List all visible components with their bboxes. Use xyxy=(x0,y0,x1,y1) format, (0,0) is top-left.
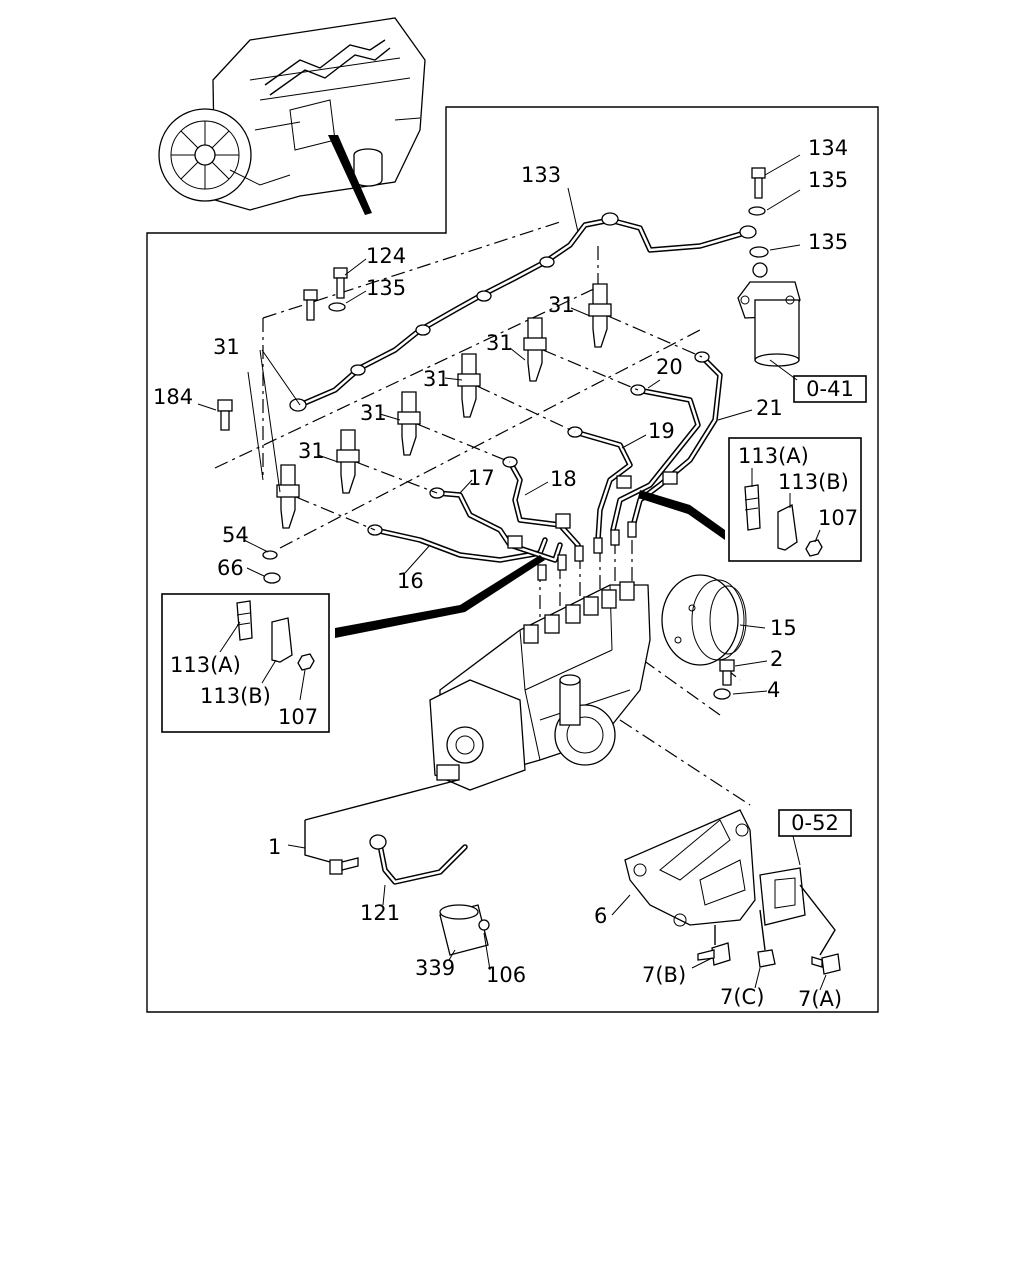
callout-134: 134 xyxy=(808,136,848,160)
washer-135-upper xyxy=(748,206,766,216)
callout-135-b: 135 xyxy=(808,230,848,254)
detail-left-113a: 113(A) xyxy=(170,653,241,677)
injector-nozzles xyxy=(276,283,612,529)
pipe-121 xyxy=(369,834,468,885)
sensor-339 xyxy=(439,904,489,956)
callout-7b: 7(B) xyxy=(642,963,686,987)
injector-1 xyxy=(276,464,300,529)
detail-right-113a: 113(A) xyxy=(738,444,809,468)
callout-7c: 7(C) xyxy=(720,985,764,1009)
callout-31-a: 31 xyxy=(213,335,240,359)
callout-121: 121 xyxy=(360,901,400,925)
callout-184: 184 xyxy=(153,385,193,409)
callout-31-e: 31 xyxy=(360,401,387,425)
bolt-184 xyxy=(217,399,233,431)
bracket-leader-1 xyxy=(304,779,459,863)
bolt-124 xyxy=(333,267,348,299)
callout-31-f: 31 xyxy=(298,439,325,463)
bolt-7c xyxy=(757,949,776,968)
ref-box-0-41 xyxy=(793,375,867,403)
bolt-1 xyxy=(329,857,359,875)
callout-1: 1 xyxy=(268,835,281,859)
callout-4: 4 xyxy=(767,678,780,702)
callout-31-b: 31 xyxy=(548,293,575,317)
bolt-7b xyxy=(697,942,731,966)
callout-15: 15 xyxy=(770,616,797,640)
callout-31-c: 31 xyxy=(486,331,513,355)
injector-2 xyxy=(336,429,360,494)
ref-0-52: 0-52 xyxy=(791,811,839,835)
return-pipe-133 xyxy=(289,212,757,412)
ref-box-0-52 xyxy=(778,809,852,837)
detail-box-right: 113(A) 113(B) 107 xyxy=(728,437,862,562)
callout-7a: 7(A) xyxy=(798,987,842,1011)
callout-106: 106 xyxy=(486,963,526,987)
detail-left-107: 107 xyxy=(278,705,318,729)
pump-bracket-6 xyxy=(624,809,806,927)
bolt-7a xyxy=(811,953,841,975)
pump-governor xyxy=(429,679,526,791)
callout-leaders xyxy=(197,154,827,991)
washer-4 xyxy=(713,688,731,700)
injector-3 xyxy=(397,391,421,456)
washer-66 xyxy=(263,572,281,584)
callout-2: 2 xyxy=(770,647,783,671)
callout-18: 18 xyxy=(550,467,577,491)
detail-box-left: 113(A) 113(B) 107 xyxy=(161,593,330,733)
pipe-projection-lines xyxy=(214,221,701,549)
callout-135-c: 135 xyxy=(366,276,406,300)
callout-31-d: 31 xyxy=(423,367,450,391)
diagram-frame xyxy=(146,106,879,1013)
detail-right-113b: 113(B) xyxy=(778,470,849,494)
bolt-134 xyxy=(751,167,766,199)
callout-20: 20 xyxy=(656,355,683,379)
callout-17: 17 xyxy=(468,466,495,490)
detail-right-107: 107 xyxy=(818,506,858,530)
assembly-leader-lines xyxy=(295,315,751,806)
engine-overview-illustration xyxy=(158,17,426,215)
bolt-2 xyxy=(719,659,735,686)
bracket-leader-lines xyxy=(714,884,836,956)
callout-135-a: 135 xyxy=(808,168,848,192)
injector-4 xyxy=(457,353,481,418)
callout-21: 21 xyxy=(756,396,783,420)
fuel-filter xyxy=(737,262,801,367)
seal-54 xyxy=(262,550,278,560)
injector-5 xyxy=(523,317,547,382)
bolt-31-top xyxy=(303,289,318,321)
timer-15 xyxy=(661,574,747,666)
feed-pump xyxy=(554,674,616,766)
ref-0-41: 0-41 xyxy=(806,377,854,401)
callout-124: 124 xyxy=(366,244,406,268)
callout-16: 16 xyxy=(397,569,424,593)
injector-6 xyxy=(588,283,612,348)
injection-pump xyxy=(429,521,651,791)
callout-54: 54 xyxy=(222,523,249,547)
callout-339: 339 xyxy=(415,956,455,980)
callout-6: 6 xyxy=(594,904,607,928)
callout-19: 19 xyxy=(648,419,675,443)
washer-135-lower xyxy=(749,246,769,258)
washer-135-left xyxy=(328,302,346,312)
delivery-valves xyxy=(523,521,637,644)
clamp-106 xyxy=(478,919,490,931)
callout-66: 66 xyxy=(217,556,244,580)
detail-left-113b: 113(B) xyxy=(200,684,271,708)
callout-133: 133 xyxy=(521,163,561,187)
detail-arrow-left xyxy=(335,555,545,638)
injection-pipes xyxy=(367,351,723,563)
detail-arrow-right xyxy=(638,490,725,540)
